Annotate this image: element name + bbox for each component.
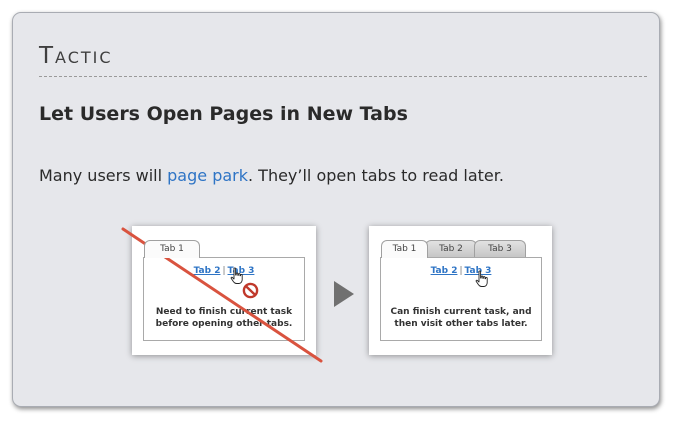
caption-line-1: Need to finish current task bbox=[155, 307, 293, 317]
tactic-card: Tactic Let Users Open Pages in New Tabs … bbox=[12, 12, 660, 407]
tab-2-link: Tab 2 bbox=[193, 266, 221, 276]
tab-3-link: Tab 3 bbox=[464, 266, 492, 276]
tab-2: Tab 2 bbox=[425, 240, 477, 257]
description-prefix: Many users will bbox=[39, 166, 168, 185]
tactic-title: Let Users Open Pages in New Tabs bbox=[39, 103, 408, 125]
page-park-link[interactable]: page park bbox=[167, 166, 248, 185]
tab-3: Tab 3 bbox=[474, 240, 526, 257]
red-strikethrough bbox=[121, 227, 323, 363]
caption-line-1: Can finish current task, and bbox=[390, 307, 532, 317]
hand-pointer-icon bbox=[475, 270, 488, 287]
illustration-single-tab: Tab 1 Tab 2|Tab 3 Need to finish current… bbox=[132, 226, 316, 355]
illustration-multiple-tabs: Tab 1 Tab 2 Tab 3 Tab 2|Tab 3 Can finish… bbox=[369, 226, 552, 355]
caption: Need to finish current task before openi… bbox=[148, 306, 300, 330]
tab-1: Tab 1 bbox=[381, 240, 428, 258]
tab-content-box: Tab 2|Tab 3 Need to finish current task … bbox=[143, 257, 305, 341]
tactic-label: Tactic bbox=[39, 43, 113, 69]
dashed-divider bbox=[39, 76, 647, 77]
tab-1: Tab 1 bbox=[144, 240, 200, 258]
play-arrow-icon bbox=[334, 281, 354, 307]
description-suffix: . They’ll open tabs to read later. bbox=[248, 166, 504, 185]
tab-links: Tab 2|Tab 3 bbox=[144, 266, 304, 276]
caption-line-2: before opening other tabs. bbox=[155, 319, 293, 329]
tactic-description: Many users will page park. They’ll open … bbox=[39, 165, 504, 187]
prohibited-icon bbox=[242, 282, 259, 299]
caption-line-2: then visit other tabs later. bbox=[394, 319, 528, 329]
tab-2-link: Tab 2 bbox=[430, 266, 458, 276]
link-separator: | bbox=[222, 266, 226, 276]
caption: Can finish current task, and then visit … bbox=[385, 306, 537, 330]
tab-links: Tab 2|Tab 3 bbox=[381, 266, 541, 276]
link-separator: | bbox=[459, 266, 463, 276]
tab-content-box: Tab 2|Tab 3 Can finish current task, and… bbox=[380, 257, 542, 341]
